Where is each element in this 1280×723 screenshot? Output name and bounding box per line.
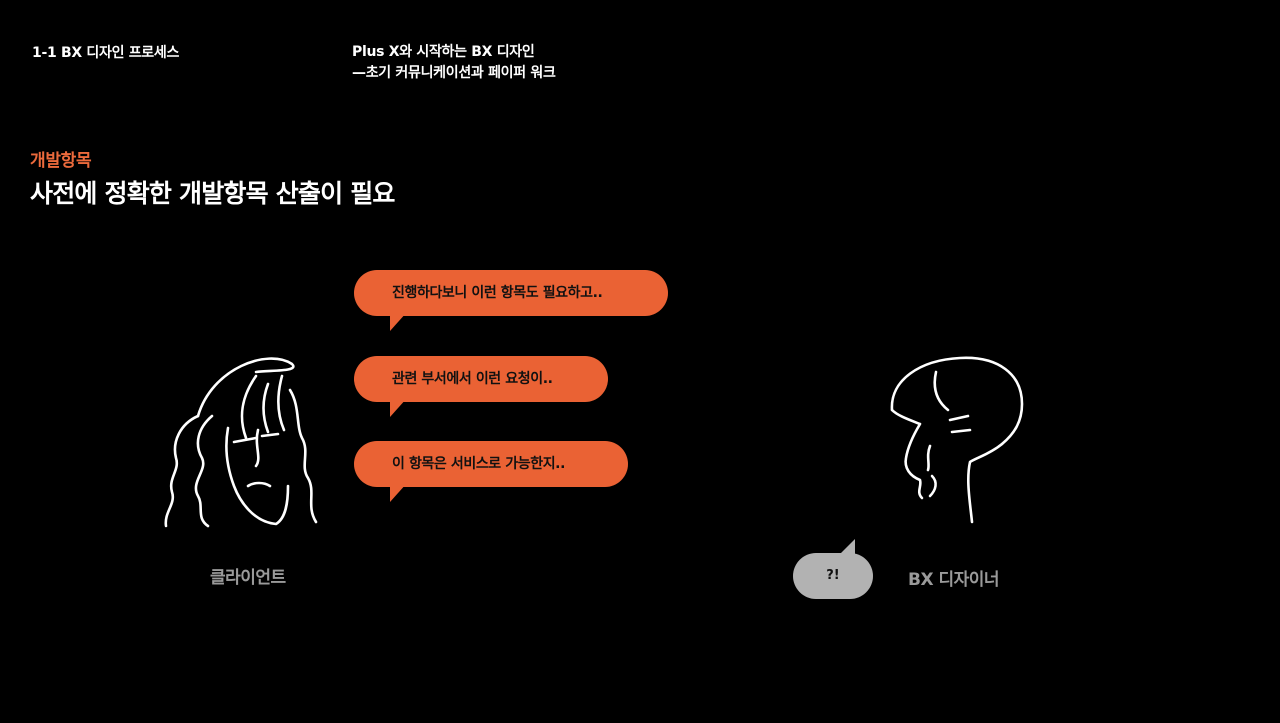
designer-reaction-bubble: ?!: [793, 539, 873, 599]
speech-bubble-tail: [390, 398, 407, 417]
designer-label: BX 디자이너: [908, 570, 1000, 590]
header-subtitle-line2: —초기 커뮤니케이션과 페이퍼 워크: [352, 65, 556, 81]
speech-bubble-3: 이 항목은 서비스로 가능한지..: [354, 441, 628, 502]
speech-bubble-text: 이 항목은 서비스로 가능한지..: [392, 456, 566, 472]
client-label: 클라이언트: [210, 568, 286, 588]
speech-bubble-1: 진행하다보니 이런 항목도 필요하고..: [354, 270, 668, 331]
header-section-number: 1-1 BX 디자인 프로세스: [32, 45, 180, 61]
speech-bubble-text: 관련 부서에서 이런 요청이..: [392, 371, 553, 387]
designer-reaction-tail: [839, 539, 855, 555]
header-subtitle: Plus X와 시작하는 BX 디자인 —초기 커뮤니케이션과 페이퍼 워크: [352, 42, 556, 84]
speech-bubble-2: 관련 부서에서 이런 요청이..: [354, 356, 608, 417]
section-label: 개발항목: [30, 151, 92, 171]
speech-bubble-text: 진행하다보니 이런 항목도 필요하고..: [392, 285, 603, 301]
speech-bubble-tail: [390, 312, 407, 331]
client-illustration: [164, 357, 318, 528]
speech-bubble-tail: [390, 483, 407, 502]
section-title: 사전에 정확한 개발항목 산출이 필요: [30, 179, 395, 208]
designer-reaction-text: ?!: [826, 568, 840, 583]
designer-illustration: [890, 356, 1024, 524]
header-subtitle-line1: Plus X와 시작하는 BX 디자인: [352, 44, 535, 60]
